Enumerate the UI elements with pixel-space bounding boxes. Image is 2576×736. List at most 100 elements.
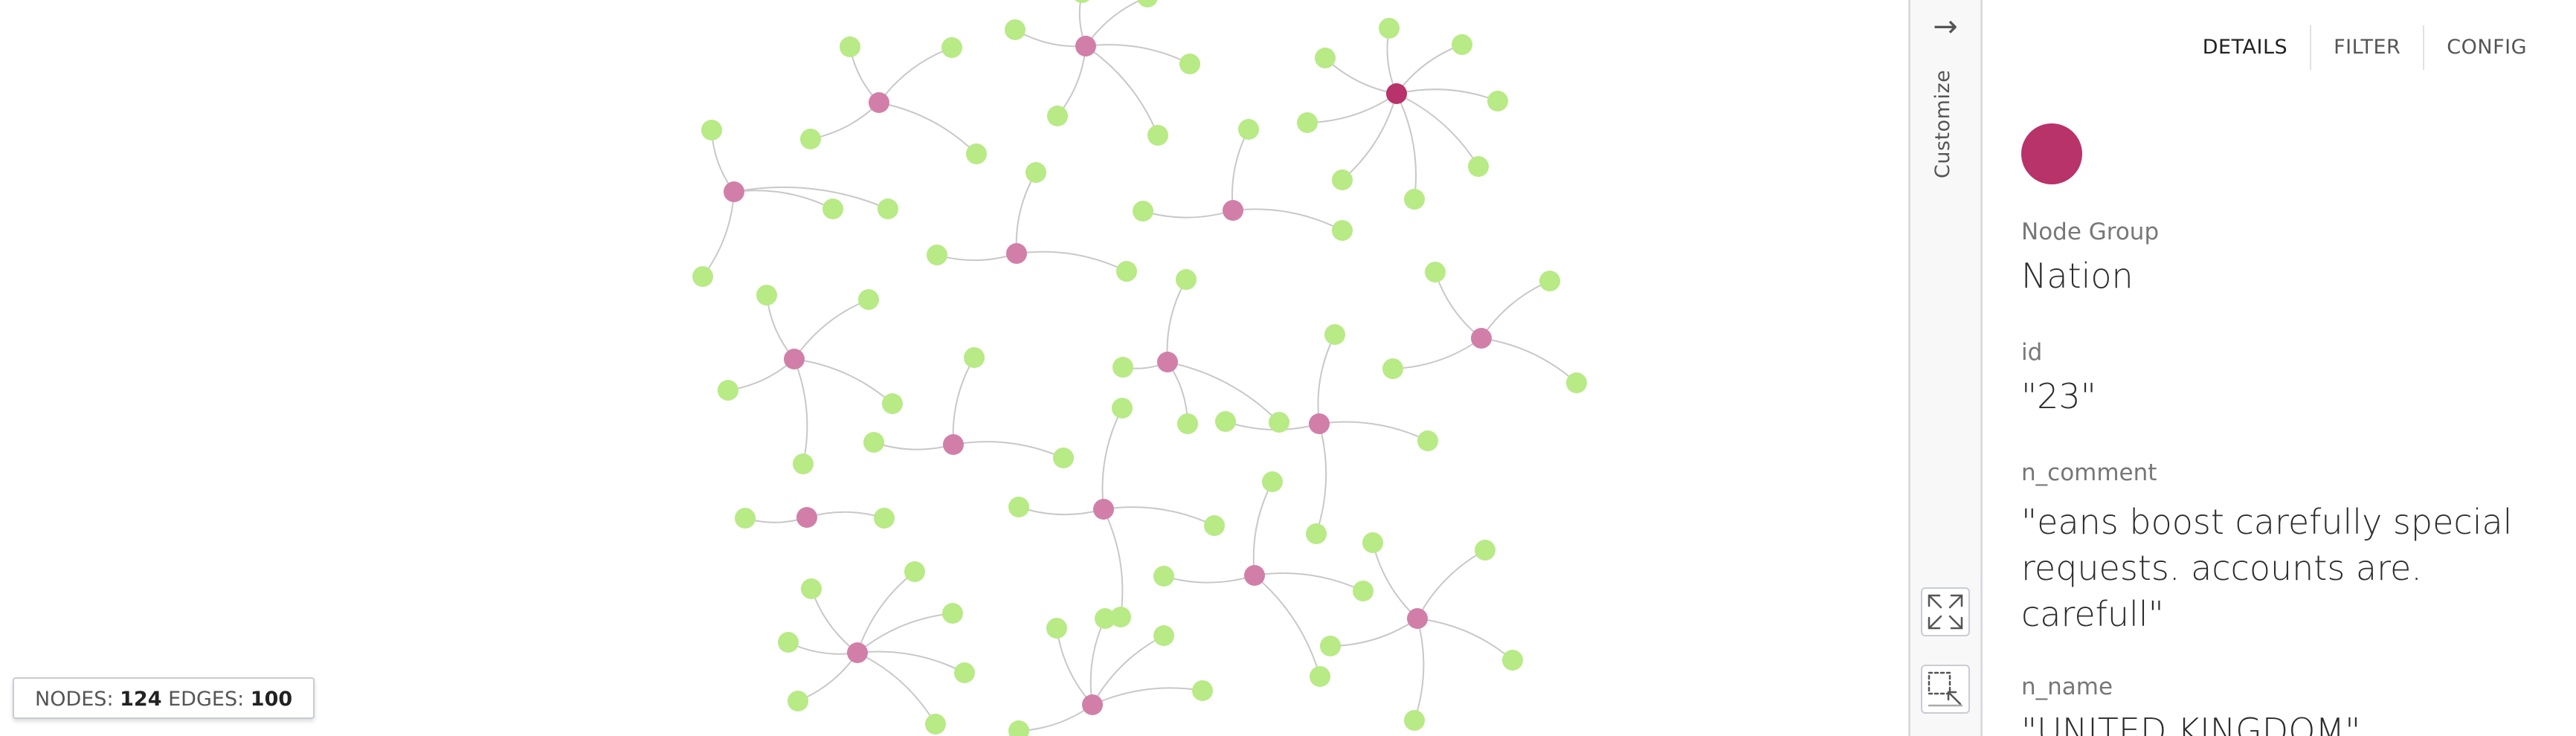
graph-node-nation[interactable] xyxy=(869,92,889,113)
graph-node-leaf[interactable] xyxy=(966,143,987,164)
graph-node-leaf[interactable] xyxy=(1112,398,1133,419)
graph-node-leaf[interactable] xyxy=(858,289,879,310)
graph-node-leaf[interactable] xyxy=(1362,532,1383,553)
graph-node-leaf[interactable] xyxy=(1116,261,1137,282)
graph-node-leaf[interactable] xyxy=(1452,34,1472,55)
graph-node-leaf[interactable] xyxy=(1306,523,1327,544)
graph-node-leaf[interactable] xyxy=(801,578,822,599)
graph-node-leaf[interactable] xyxy=(1179,54,1200,74)
graph-node-nation[interactable] xyxy=(1309,413,1330,434)
graph-node-nation[interactable] xyxy=(1244,565,1265,586)
graph-node-leaf[interactable] xyxy=(1468,156,1489,177)
graph-node-leaf[interactable] xyxy=(878,198,898,219)
graph-node-leaf[interactable] xyxy=(1177,413,1198,434)
graph-node-nation[interactable] xyxy=(1075,36,1096,57)
graph-node-leaf[interactable] xyxy=(1005,19,1025,40)
graph-canvas[interactable] xyxy=(0,0,1908,736)
graph-node-leaf[interactable] xyxy=(1147,125,1168,146)
graph-node-leaf[interactable] xyxy=(1112,357,1133,378)
graph-node-leaf[interactable] xyxy=(1137,0,1158,7)
graph-node-leaf[interactable] xyxy=(1417,430,1438,451)
graph-node-leaf[interactable] xyxy=(1539,271,1560,291)
graph-node-leaf[interactable] xyxy=(1072,0,1092,3)
graph-node-leaf[interactable] xyxy=(1332,170,1353,190)
graph-node-leaf[interactable] xyxy=(1315,48,1336,68)
graph-node-nation[interactable] xyxy=(847,642,868,663)
graph-node-leaf[interactable] xyxy=(941,37,962,58)
graph-node-leaf[interactable] xyxy=(1487,91,1508,112)
graph-node-leaf[interactable] xyxy=(756,285,777,306)
graph-node-leaf[interactable] xyxy=(1502,650,1523,671)
graph-node-leaf[interactable] xyxy=(1215,411,1236,432)
graph-node-nation[interactable] xyxy=(943,434,964,455)
graph-node-leaf[interactable] xyxy=(1566,372,1587,393)
graph-node-leaf[interactable] xyxy=(1320,636,1341,656)
graph-svg[interactable] xyxy=(0,0,1908,736)
graph-node-nation[interactable] xyxy=(784,349,805,369)
graph-node-leaf[interactable] xyxy=(1153,566,1174,587)
graph-node-leaf[interactable] xyxy=(954,662,975,683)
graph-node-leaf[interactable] xyxy=(1008,720,1029,736)
graph-node-leaf[interactable] xyxy=(778,632,799,653)
lasso-select-button[interactable] xyxy=(1921,665,1970,714)
graph-node-leaf[interactable] xyxy=(904,561,925,582)
graph-node-nation[interactable] xyxy=(796,507,817,528)
graph-node-leaf[interactable] xyxy=(822,198,843,219)
tab-details[interactable]: DETAILS xyxy=(2202,36,2288,59)
graph-node-leaf[interactable] xyxy=(927,245,947,265)
graph-node-leaf[interactable] xyxy=(1008,497,1029,517)
graph-node-leaf[interactable] xyxy=(1269,412,1289,433)
graph-node-leaf[interactable] xyxy=(1324,324,1345,345)
graph-node-leaf[interactable] xyxy=(718,380,738,401)
graph-node-leaf[interactable] xyxy=(1153,625,1174,646)
graph-node-leaf[interactable] xyxy=(1053,448,1074,468)
arrow-right-icon[interactable]: → xyxy=(1933,10,1958,44)
graph-node-nation[interactable] xyxy=(1407,608,1428,629)
graph-node-leaf[interactable] xyxy=(692,266,713,287)
graph-node-leaf[interactable] xyxy=(1332,220,1353,241)
graph-node-nation[interactable] xyxy=(1223,200,1243,221)
graph-node-leaf[interactable] xyxy=(1176,269,1197,290)
graph-node-nation[interactable] xyxy=(724,181,744,202)
graph-node-leaf[interactable] xyxy=(1192,680,1213,701)
graph-node-leaf[interactable] xyxy=(1475,540,1495,561)
tab-filter[interactable]: FILTER xyxy=(2334,36,2401,59)
graph-node-leaf[interactable] xyxy=(863,432,884,453)
graph-node-leaf[interactable] xyxy=(942,603,963,624)
graph-node-selected[interactable] xyxy=(1386,83,1407,104)
graph-node-leaf[interactable] xyxy=(874,508,895,529)
graph-node-leaf[interactable] xyxy=(1404,189,1425,210)
graph-node-nation[interactable] xyxy=(1082,694,1103,715)
graph-node-leaf[interactable] xyxy=(1046,618,1067,639)
fit-view-button[interactable] xyxy=(1921,587,1970,636)
graph-node-leaf[interactable] xyxy=(793,453,814,474)
customize-toggle[interactable]: Customize xyxy=(1931,69,1954,178)
graph-node-leaf[interactable] xyxy=(840,36,860,57)
graph-node-leaf[interactable] xyxy=(1382,358,1403,379)
graph-node-nation[interactable] xyxy=(1093,499,1114,520)
graph-node-leaf[interactable] xyxy=(1425,262,1446,283)
graph-node-leaf[interactable] xyxy=(925,714,946,735)
graph-node-leaf[interactable] xyxy=(735,508,756,529)
graph-node-nation[interactable] xyxy=(1157,352,1178,372)
graph-node-leaf[interactable] xyxy=(788,691,808,711)
graph-node-leaf[interactable] xyxy=(1095,608,1115,629)
graph-node-leaf[interactable] xyxy=(701,120,722,141)
graph-node-leaf[interactable] xyxy=(1110,607,1131,627)
graph-node-leaf[interactable] xyxy=(1353,581,1374,601)
graph-node-leaf[interactable] xyxy=(1310,666,1330,687)
graph-node-leaf[interactable] xyxy=(1204,515,1225,536)
graph-node-leaf[interactable] xyxy=(1379,18,1400,39)
graph-node-leaf[interactable] xyxy=(800,129,821,149)
graph-node-nation[interactable] xyxy=(1006,243,1027,264)
graph-node-leaf[interactable] xyxy=(1047,106,1068,126)
graph-node-leaf[interactable] xyxy=(964,347,985,368)
graph-node-leaf[interactable] xyxy=(1404,710,1425,731)
graph-node-leaf[interactable] xyxy=(1297,112,1318,133)
graph-node-nation[interactable] xyxy=(1471,328,1492,349)
graph-node-leaf[interactable] xyxy=(1025,162,1046,183)
graph-node-leaf[interactable] xyxy=(1238,119,1259,140)
tab-config[interactable]: CONFIG xyxy=(2447,36,2527,59)
graph-node-leaf[interactable] xyxy=(882,393,903,414)
graph-node-leaf[interactable] xyxy=(1262,471,1283,492)
